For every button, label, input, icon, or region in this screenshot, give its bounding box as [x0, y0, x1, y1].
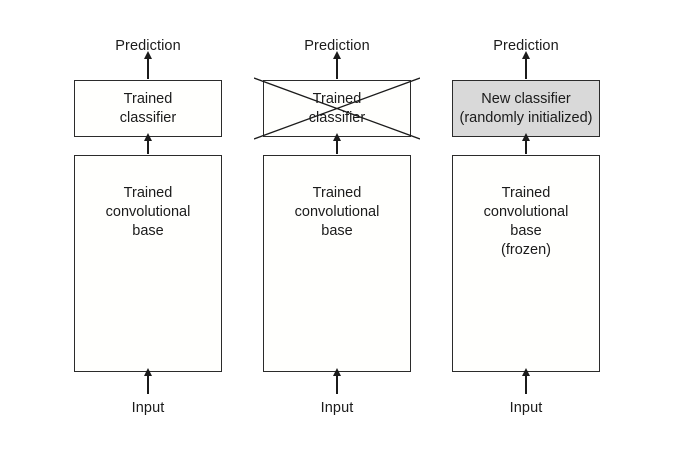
base-line-1: Trained [312, 185, 362, 201]
frozen-convolutional-base-box: Trained convolutional base (frozen) [452, 155, 600, 372]
new-classifier-text: New classifier (randomly initialized) [453, 90, 599, 128]
classifier-line-1: New classifier [481, 90, 571, 107]
arrow-base-to-classifier [332, 133, 341, 154]
base-line-2: convolutional [105, 204, 191, 220]
new-classifier-box: New classifier (randomly initialized) [452, 80, 600, 137]
classifier-line-2: classifier [119, 109, 177, 126]
trained-classifier-box-discarded: Trained classifier [263, 80, 411, 137]
prediction-label: Prediction [115, 38, 181, 54]
prediction-label: Prediction [493, 38, 559, 54]
arrow-input-to-base [521, 368, 530, 394]
base-line-2: convolutional [483, 204, 569, 220]
trained-convolutional-base-box: Trained convolutional base [263, 155, 411, 372]
arrow-input-to-base [143, 368, 152, 394]
trained-convolutional-base-text: Trained convolutional base [75, 184, 221, 241]
classifier-line-2: classifier [308, 109, 366, 126]
classifier-line-2: (randomly initialized) [459, 109, 593, 126]
arrow-classifier-to-prediction [521, 51, 530, 79]
trained-classifier-box: Trained classifier [74, 80, 222, 137]
base-line-3: base [132, 223, 164, 239]
trained-classifier-text: Trained classifier [264, 90, 410, 128]
base-line-2: convolutional [294, 204, 380, 220]
base-line-3: base [510, 223, 542, 239]
input-label: Input [509, 400, 543, 416]
input-label: Input [320, 400, 354, 416]
arrow-base-to-classifier [143, 133, 152, 154]
diagram-column-1: Prediction Trained classifier Trained co… [74, 0, 222, 453]
diagram-column-3: Prediction New classifier (randomly init… [452, 0, 600, 453]
arrow-input-to-base [332, 368, 341, 394]
trained-convolutional-base-text: Trained convolutional base [264, 184, 410, 241]
trained-classifier-text: Trained classifier [75, 90, 221, 128]
arrow-classifier-to-prediction [143, 51, 152, 79]
diagram-column-2: Prediction Trained classifier Trained co… [254, 0, 420, 453]
prediction-label: Prediction [304, 38, 370, 54]
base-line-1: Trained [501, 185, 551, 201]
arrow-base-to-classifier [521, 133, 530, 154]
base-line-1: Trained [123, 185, 173, 201]
trained-convolutional-base-box: Trained convolutional base [74, 155, 222, 372]
base-line-3: base [321, 223, 353, 239]
base-line-4: (frozen) [501, 242, 551, 258]
classifier-line-1: Trained [123, 90, 173, 107]
frozen-convolutional-base-text: Trained convolutional base (frozen) [453, 184, 599, 260]
input-label: Input [131, 400, 165, 416]
arrow-classifier-to-prediction [332, 51, 341, 79]
classifier-line-1: Trained [312, 90, 362, 107]
